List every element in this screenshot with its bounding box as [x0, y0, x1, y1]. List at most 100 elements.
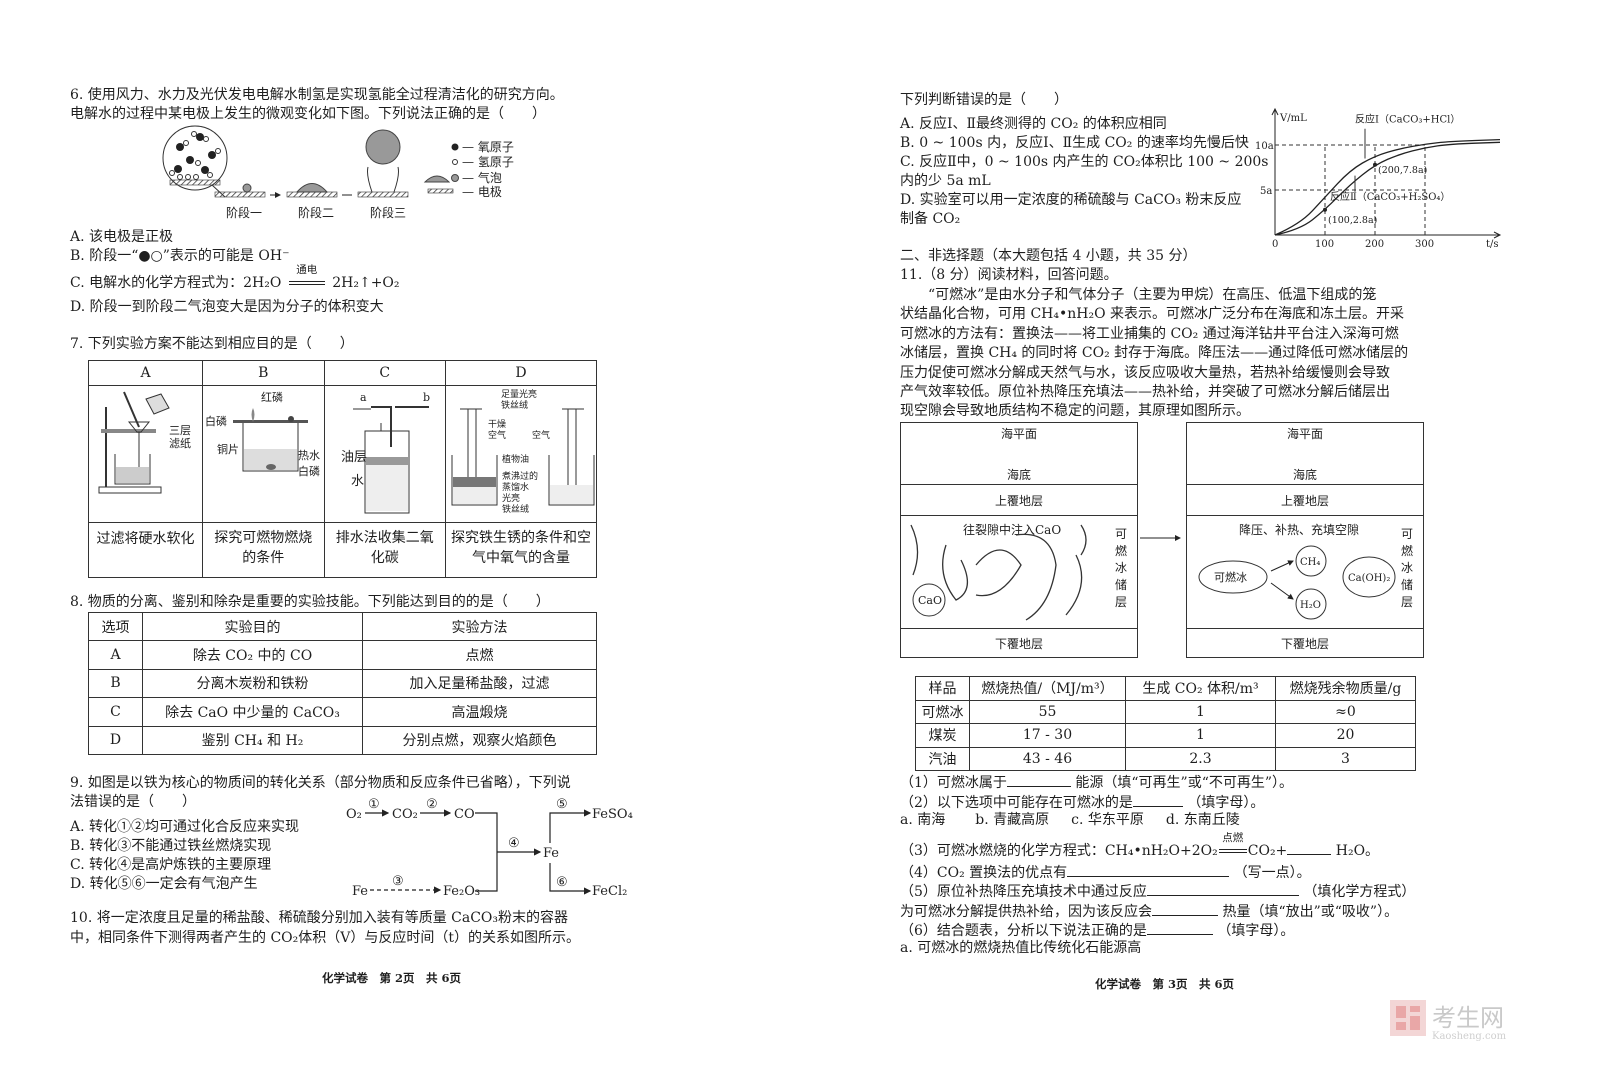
q6-stem-line1: 6. 使用风力、水力及光伏发电电解水制氢是实现氢能全过程清洁化的研究方向。 — [70, 87, 564, 103]
legend-electrode: — 电极 — [462, 185, 502, 199]
cell: ≈0 — [1275, 699, 1416, 724]
species-fe: Fe — [543, 846, 559, 861]
cell-option: C — [88, 697, 143, 727]
x-axis-label: t/s — [1486, 239, 1499, 250]
reservoir-label: 可燃冰储层 — [1115, 527, 1128, 609]
section-two-heading: 二、非选择题（本大题包括 4 小题，共 35 分） — [900, 248, 1197, 264]
step-3: ③ — [392, 874, 404, 889]
option: c. 华东平原 — [1071, 812, 1144, 828]
reservoir-diagram-after: 海平面 海底 上覆地层 降压、补热、充填空隙 可燃冰 CH₄ H₂O Ca(OH… — [1186, 422, 1424, 658]
lower-layer-label: 下覆地层 — [994, 637, 1043, 651]
upper-layer-label: 上覆地层 — [994, 494, 1043, 508]
q6-option-a: A. 该电极是正极 — [70, 229, 174, 245]
q-text: （1）可燃冰属于 — [900, 775, 1007, 791]
ch4-label: CH₄ — [1300, 557, 1320, 568]
q-text: （4）CO₂ 置换法的优点有 — [900, 865, 1068, 881]
label-distilled-water: 蒸馏水 — [502, 481, 529, 493]
page-footer-left: 化学试卷 第 2页 共 6页 — [322, 971, 462, 985]
equation-arrow: 通电 — [286, 264, 328, 292]
header-co2-volume: 生成 CO₂ 体积/m³ — [1125, 676, 1276, 701]
cell-option: B — [88, 668, 143, 699]
series-line-2 — [1274, 141, 1501, 236]
q10-option-d-cont: 制备 CO₂ — [900, 211, 961, 227]
q7-header-b: B — [202, 360, 325, 386]
label-oil-layer: 油层 — [341, 450, 367, 465]
header-residue: 燃烧残余物质量/g — [1275, 676, 1416, 701]
q10-question: 下列判断错误的是（ ） — [900, 92, 1068, 108]
option: b. 青藏高原 — [975, 812, 1050, 828]
q6-stem-line2: 电解水的过程中某电极上发生的微观变化如下图。下列说法正确的是（ ） — [70, 106, 546, 122]
answer-blank[interactable] — [1006, 772, 1071, 787]
q10-option-d: D. 实验室可以用一定浓度的稀硫酸与 CaCO₃ 粉末反应 — [900, 192, 1242, 208]
desc-line: 探究可燃物燃烧 — [214, 530, 313, 546]
kaosheng-logo-icon: 考生网 Kaosheng.com — [1390, 1000, 1507, 1042]
q11-title: 11.（8 分）阅读材料，回答问题。 — [900, 267, 1118, 283]
process-arrow-icon — [1140, 535, 1181, 541]
label-three-layers: 三层 — [169, 424, 191, 437]
rusting-apparatus-icon: 足量光亮 铁丝绒 干燥 空气 空气 植物油 煮沸过的 蒸馏水 光亮 铁丝绒 — [451, 388, 595, 515]
y-tick-label: 10a — [1255, 141, 1274, 152]
q11-1: （1）可燃冰属于 能源（填“可再生”或“不可再生”）。 — [900, 772, 1293, 792]
label-filter-paper: 滤纸 — [169, 437, 191, 450]
q-text: 热量（填“放出”或“吸收”）。 — [1222, 904, 1399, 920]
q7-apparatus-a: 三层 滤纸 — [88, 385, 203, 523]
header-purpose: 实验目的 — [142, 611, 363, 642]
q-text: （6）结合题表，分析以下说法正确的是 — [900, 923, 1147, 939]
label-b: b — [423, 391, 430, 404]
q6-option-c-lhs: C. 电解水的化学方程式为：2H₂O — [70, 275, 282, 291]
stage-3: 阶段三 — [370, 205, 406, 220]
cell: 煤炭 — [915, 723, 970, 748]
species-fecl2: FeCl₂ — [592, 884, 627, 899]
desc-line: 化碳 — [370, 550, 399, 566]
answer-blank[interactable] — [1067, 862, 1230, 877]
legend-hydrogen: — 氢原子 — [462, 154, 514, 169]
page-footer-right: 化学试卷 第 3页 共 6页 — [1095, 977, 1235, 991]
answer-blank[interactable] — [1146, 881, 1299, 896]
q10-stem-line2: 中，相同条件下测得两者产生的 CO₂体积（V）与反应时间（t）的关系如图所示。 — [70, 930, 580, 946]
option: a. 南海 — [900, 812, 946, 828]
watermark-cn: 考生网 — [1432, 1004, 1504, 1032]
annotation-label: (200,7.8a) — [1378, 165, 1427, 176]
answer-blank[interactable] — [1132, 792, 1183, 807]
sea-level-label: 海平面 — [1000, 427, 1037, 441]
bubble — [242, 183, 252, 193]
cell-purpose: 鉴别 CH₄ 和 H₂ — [142, 725, 363, 756]
cell: 汽油 — [915, 746, 970, 771]
label-steel-wool-top: 铁丝绒 — [501, 399, 528, 411]
step-6: ⑥ — [556, 875, 568, 890]
q-text: 为可燃冰分解提供热补给，因为该反应会 — [900, 904, 1152, 920]
annotation-label: (100,2.8a) — [1328, 215, 1377, 226]
condition-label: 点燃 — [1222, 832, 1244, 844]
q-text: H₂O。 — [1335, 843, 1380, 859]
q10-option-c-cont: 内的少 5a mL — [900, 173, 991, 189]
q6-option-d: D. 阶段一到阶段二气泡变大是因为分子的体积变大 — [70, 299, 384, 315]
header-method: 实验方法 — [362, 611, 597, 642]
q11-5: （5）原位补热降压充填技术中通过反应 （填化学方程式） — [900, 881, 1415, 901]
q-text: 能源（填“可再生”或“不可再生”）。 — [1075, 775, 1294, 791]
step-4: ④ — [508, 836, 520, 851]
watermark-en: Kaosheng.com — [1432, 1031, 1507, 1042]
upper-layer-label: 上覆地层 — [1280, 494, 1329, 508]
seabed-label: 海底 — [1006, 468, 1031, 482]
cell: 43 - 46 — [969, 746, 1126, 771]
cell-method: 分别点燃，观察火焰颜色 — [362, 725, 597, 756]
answer-blank[interactable] — [1152, 901, 1218, 916]
header-sample: 样品 — [915, 676, 970, 701]
cell: 3 — [1275, 746, 1416, 771]
answer-blank[interactable] — [1146, 920, 1213, 935]
q8-stem: 8. 物质的分离、鉴别和除杂是重要的实验技能。下列能达到目的的是（ ） — [70, 594, 550, 610]
fuel-comparison-table: 样品 燃烧热值/（MJ/m³） 生成 CO₂ 体积/m³ 燃烧残余物质量/g 可… — [915, 676, 1416, 771]
answer-blank[interactable] — [1287, 840, 1332, 855]
q7-desc-b: 探究可燃物燃烧的条件 — [202, 522, 325, 578]
q7-apparatus-d: 足量光亮 铁丝绒 干燥 空气 空气 植物油 煮沸过的 蒸馏水 光亮 铁丝绒 — [445, 385, 597, 523]
cell: 55 — [969, 699, 1126, 724]
label-air-dry: 空气 — [488, 429, 506, 441]
series-label-1: 反应Ⅰ（CaCO₃+HCl） — [1355, 113, 1460, 126]
q11-5-cont: 为可燃冰分解提供热补给，因为该反应会 热量（填“放出”或“吸收”）。 — [900, 901, 1398, 921]
